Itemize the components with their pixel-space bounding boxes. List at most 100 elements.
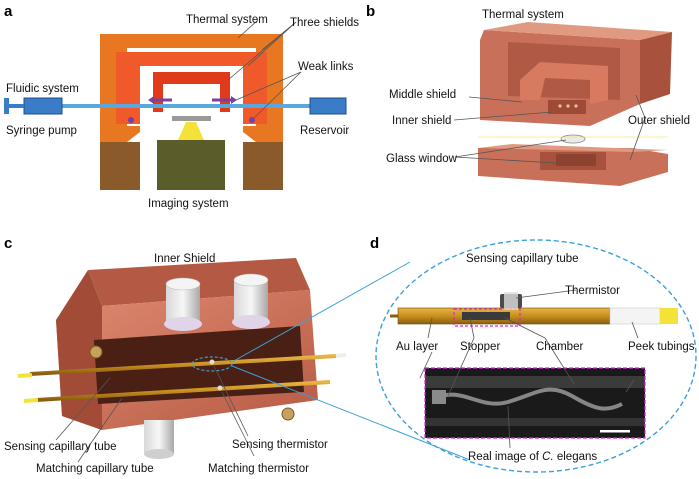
- label-b-thermal-system: Thermal system: [482, 9, 564, 21]
- upper-housing-top: [484, 22, 672, 40]
- stopper-chamber-dark: [462, 312, 510, 320]
- leader-glass-1: [454, 139, 567, 158]
- label-a-fluidic-system: Fluidic system: [6, 83, 79, 95]
- panel-c: c: [4, 235, 347, 475]
- panel-d-letter: d: [370, 235, 379, 252]
- top-cylinders: [164, 273, 270, 331]
- image-band-bottom: [425, 418, 645, 426]
- right-support-block: [243, 142, 283, 190]
- stopper-in-image: [432, 390, 446, 404]
- worm-shape: [435, 387, 623, 411]
- magenta-box-tube: [453, 308, 521, 327]
- peek-tubing-yellow: [660, 308, 678, 324]
- upper-housing-side: [640, 32, 672, 104]
- peek-tubing-white: [609, 307, 661, 325]
- panel-c-letter: c: [4, 235, 12, 252]
- leader-matching-cap: [77, 397, 123, 463]
- leader-au-image: [419, 351, 433, 379]
- panel-a-letter: a: [4, 3, 13, 20]
- label-c-matching-thermistor: Matching thermistor: [208, 463, 309, 475]
- panel-a: a: [4, 3, 359, 210]
- inner-shield-shape: [153, 72, 230, 112]
- middle-shield-shape: [116, 52, 267, 124]
- image-band-top: [425, 376, 645, 388]
- leader-sensing-therm: [213, 365, 249, 437]
- leader-thermistor: [515, 289, 577, 299]
- label-a-weak-links: Weak links: [298, 61, 354, 73]
- scale-bar: [600, 430, 630, 433]
- label-c-inner-shield: Inner Shield: [154, 253, 215, 265]
- screw-1: [89, 345, 103, 359]
- zoom-line-top: [231, 261, 411, 363]
- leader-real-image: [507, 405, 511, 449]
- syringe-pump-body: [23, 97, 63, 115]
- panel-d: d Sensing capillary tube Th: [370, 235, 697, 473]
- label-d-chamber: Chamber: [536, 341, 583, 353]
- leader-weak-links-2: [253, 71, 302, 119]
- leader-thermal: [237, 19, 259, 39]
- capillary-line: [56, 104, 330, 108]
- label-d-real-image: Real image of C. elegans: [468, 451, 597, 463]
- label-d-sensing-capillary: Sensing capillary tube: [466, 253, 579, 265]
- zoom-ellipse-small: [191, 356, 233, 372]
- label-d-au-layer: Au layer: [396, 341, 438, 353]
- label-a-thermal-system: Thermal system: [186, 14, 268, 26]
- left-support-block: [100, 142, 140, 190]
- imaging-system-block: [157, 140, 225, 190]
- leader-peek-image: [625, 379, 635, 393]
- weak-link-arrows: [128, 96, 255, 123]
- real-image-prefix: Real image of: [468, 451, 542, 463]
- matching-thermistor-dot: [217, 385, 223, 391]
- leader-stopper: [469, 317, 475, 339]
- outer-shield-shape: [100, 34, 283, 142]
- leader-outer-shield-1: [635, 94, 646, 119]
- syringe-plunger-head: [4, 98, 9, 114]
- screw-2: [281, 407, 295, 421]
- real-image-italic: C.: [542, 451, 554, 463]
- lower-plate-inner-step: [556, 154, 596, 166]
- leader-weak-links-1: [235, 71, 302, 101]
- label-d-stopper: Stopper: [460, 341, 500, 353]
- leader-outer-shield-2: [629, 117, 646, 161]
- leader-sensing-cap: [55, 377, 111, 441]
- leader-au-layer: [427, 317, 433, 339]
- glass-window-b: [560, 134, 586, 144]
- leader-chamber-2: [544, 337, 575, 385]
- label-b-inner-shield: Inner shield: [392, 115, 451, 127]
- label-a-reservoir: Reservoir: [300, 125, 349, 137]
- glass-window-a: [172, 116, 211, 121]
- leader-chamber: [504, 317, 546, 339]
- leader-glass-2: [454, 156, 573, 165]
- leader-matching-therm: [221, 391, 255, 457]
- leader-stopper-2: [447, 337, 475, 397]
- magenta-box-image: [424, 367, 646, 439]
- label-a-three-shields: Three shields: [290, 17, 359, 29]
- thermistor-sleeve: [504, 292, 518, 310]
- label-a-syringe-pump: Syringe pump: [6, 125, 77, 137]
- label-b-glass-window: Glass window: [386, 153, 458, 165]
- label-b-middle-shield: Middle shield: [389, 89, 456, 101]
- real-image-suffix: elegans: [554, 451, 598, 463]
- label-c-sensing-thermistor: Sensing thermistor: [232, 439, 328, 451]
- label-d-peek-tubings: Peek tubings: [628, 341, 695, 353]
- reservoir-body: [309, 97, 347, 115]
- leader-middle-shield: [468, 96, 523, 103]
- label-a-imaging-system: Imaging system: [148, 198, 229, 210]
- label-b-outer-shield: Outer shield: [628, 115, 690, 127]
- sensing-thermistor-dot: [209, 359, 215, 365]
- zoom-line-bottom: [231, 365, 471, 461]
- inner-shield-box-side: [56, 270, 102, 430]
- imaging-light-cone: [178, 122, 204, 140]
- label-c-matching-capillary: Matching capillary tube: [36, 463, 154, 475]
- label-d-thermistor: Thermistor: [565, 285, 620, 297]
- zoom-ellipse-large: [375, 239, 697, 473]
- leader-three-shields-3: [227, 21, 297, 81]
- panel-b-letter: b: [366, 3, 375, 20]
- bottom-cylinder: [144, 420, 174, 459]
- leader-peek: [631, 321, 639, 339]
- syringe-plunger: [8, 104, 24, 108]
- leader-inner-shield: [453, 111, 553, 121]
- panel-b: b Thermal system Middle shield Inner shi…: [366, 3, 690, 186]
- label-c-sensing-capillary: Sensing capillary tube: [4, 441, 117, 453]
